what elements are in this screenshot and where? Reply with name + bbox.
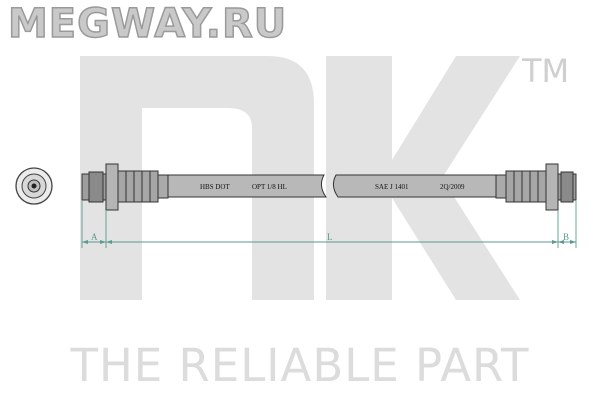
right-fitting [495, 163, 577, 211]
left-fitting [81, 163, 169, 211]
site-watermark: MEGWAY.RU [7, 1, 288, 47]
trademark-symbol: TM [521, 52, 569, 90]
dimension-a-label: A [91, 232, 98, 242]
hose-body-right [332, 174, 497, 198]
fitting-end-view [15, 167, 53, 205]
tagline-watermark: THE RELIABLE PART [70, 339, 530, 392]
dimension-b-label: B [563, 232, 569, 242]
dimension-l-label: L [327, 232, 333, 242]
hose-marking-3: SAE J 1401 [375, 183, 409, 191]
hose-marking-1: HBS DOT [200, 183, 230, 191]
dimension-lines [81, 200, 577, 248]
trademark-text: TM [521, 52, 569, 90]
hose-body-left [167, 174, 327, 198]
hose-marking-2: OPT 1/8 HL [252, 183, 287, 191]
hose-marking-4: 2Q/2009 [440, 183, 465, 191]
